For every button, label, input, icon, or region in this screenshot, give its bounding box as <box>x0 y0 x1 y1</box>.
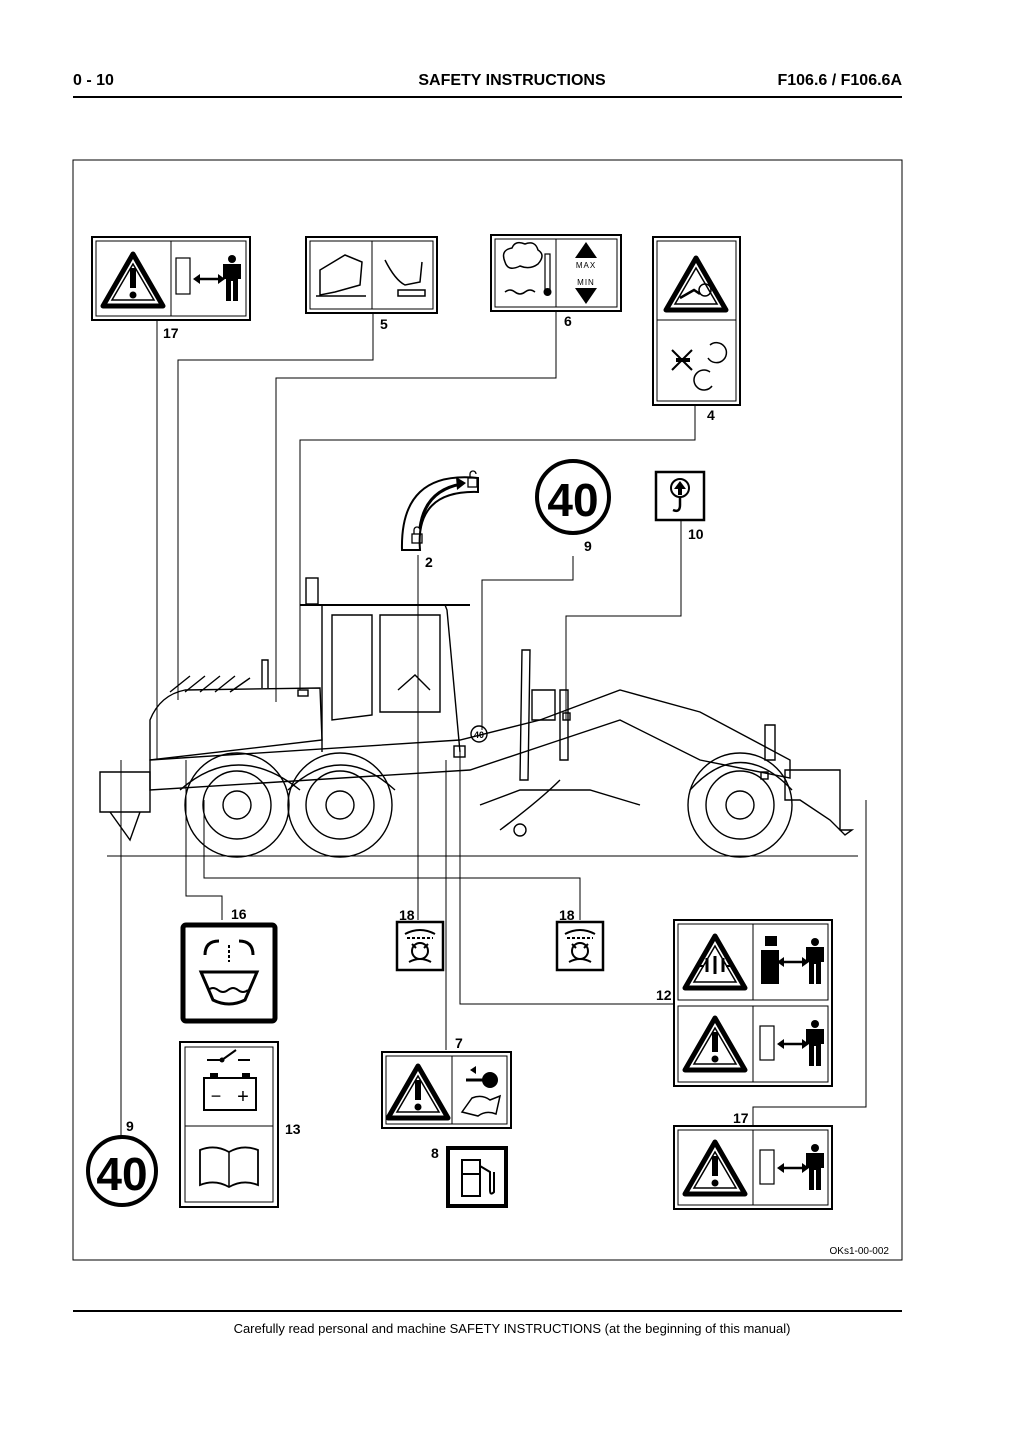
decal-2-lock-arc <box>400 470 479 551</box>
callout-8: 8 <box>431 1145 439 1161</box>
callout-17: 17 <box>163 325 179 341</box>
callout-10: 10 <box>688 526 704 542</box>
callout-5: 5 <box>380 316 388 332</box>
footer-rule <box>73 1310 902 1312</box>
callout-12: 12 <box>656 987 672 1003</box>
leader-lines <box>120 310 867 1140</box>
battery-minus-label: − <box>211 1086 222 1106</box>
decal-9-speed-limit-top: 40 <box>535 459 611 535</box>
motor-grader-illustration <box>99 577 858 858</box>
decal-18-tie-down-left <box>395 920 445 972</box>
callout-17: 17 <box>733 1110 749 1126</box>
machine-speed-decal: 40 <box>474 730 484 740</box>
footer-note: Carefully read personal and machine SAFE… <box>233 1321 791 1336</box>
callout-4: 4 <box>707 407 715 423</box>
decal-17-keep-distance <box>91 236 251 321</box>
battery-plus-label: + <box>237 1086 249 1108</box>
decal-13-battery-disconnect: − + <box>179 1041 279 1208</box>
page-number: 0 - 10 <box>73 72 114 89</box>
figure-border <box>72 159 903 1261</box>
decal-12-crush-and-keep-distance <box>673 919 833 1087</box>
callout-9: 9 <box>584 538 592 554</box>
speed-40-label: 40 <box>547 474 598 526</box>
callout-16: 16 <box>231 906 247 922</box>
callout-13: 13 <box>285 1121 301 1137</box>
callout-numbers: 17 5 6 4 2 9 10 16 18 18 12 7 13 9 8 17 <box>126 313 749 1161</box>
decal-17-keep-distance-bottom <box>673 1125 833 1210</box>
page-title: SAFETY INSTRUCTIONS <box>418 72 606 89</box>
model-number: F106.6 / F106.6A <box>777 72 902 89</box>
decal-8-fuel <box>446 1146 508 1208</box>
decal-7-key-manual <box>381 1051 512 1129</box>
header-rule <box>73 96 902 98</box>
decal-10-lifting-point <box>654 470 706 522</box>
decal-16-washer-fluid <box>180 922 278 1024</box>
callout-2: 2 <box>425 554 433 570</box>
decal-6-coolant-level: MAX MIN <box>490 234 622 312</box>
decal-5-hood-pedal <box>305 236 438 314</box>
callout-9: 9 <box>126 1118 134 1134</box>
max-label: MAX <box>576 261 596 270</box>
decal-18-tie-down-right <box>555 920 605 972</box>
min-label: MIN <box>577 278 595 287</box>
callout-7: 7 <box>455 1035 463 1051</box>
decal-4-fan-hazard <box>652 236 741 406</box>
decal-9-speed-limit-bottom: 40 <box>86 1135 158 1207</box>
callout-18: 18 <box>559 907 575 923</box>
speed-40-label-bottom: 40 <box>96 1148 147 1200</box>
callout-18: 18 <box>399 907 415 923</box>
figure-code: OKs1-00-002 <box>830 1246 890 1257</box>
callout-6: 6 <box>564 313 572 329</box>
